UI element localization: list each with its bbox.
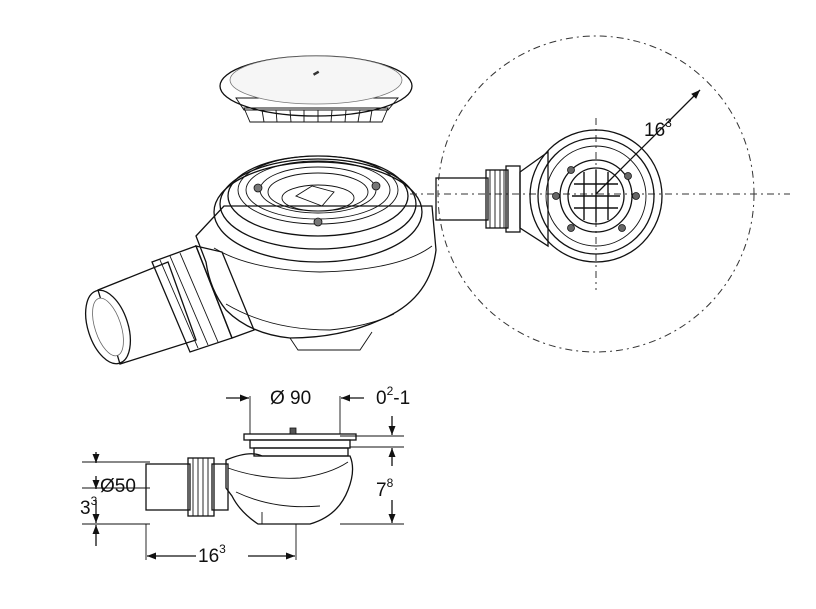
height-adjust-label: 02-1 [376, 384, 410, 409]
cover-cap [219, 55, 413, 123]
side-view: Ø 90 02-1 78 Ø50 33 163 [80, 384, 410, 567]
perspective-drain-view [84, 55, 437, 365]
plan-drain-head [529, 129, 663, 263]
pipe-height-label: 33 [80, 494, 98, 519]
top-diameter-label: Ø 90 [270, 388, 311, 409]
plan-view: 163 [410, 35, 790, 353]
drain-flange [213, 155, 423, 263]
plan-outlet [435, 150, 549, 248]
dimension-arrows [92, 394, 396, 560]
pipe-diameter-label: Ø50 [100, 476, 136, 497]
total-height-label: 78 [376, 476, 394, 501]
drain-body [195, 205, 437, 351]
outlet-pipe [84, 245, 255, 365]
radius-arrow [595, 89, 701, 195]
width-top-label: 163 [644, 116, 672, 141]
side-drain [145, 427, 357, 525]
width-front-label: 163 [198, 542, 226, 567]
